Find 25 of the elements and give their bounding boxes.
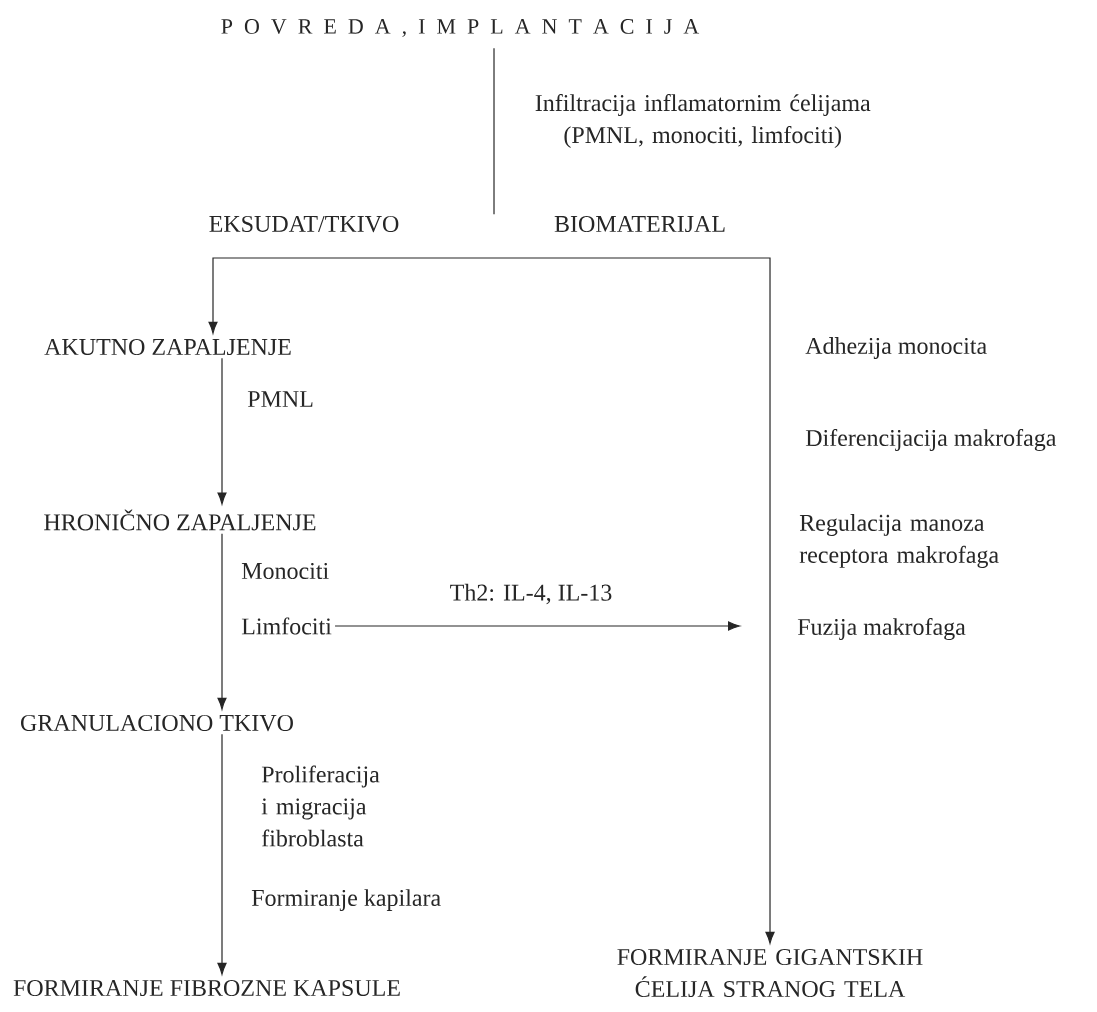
arrow (334, 621, 740, 631)
annotation-text: Adhezija monocita (805, 337, 987, 359)
stage-text: EKSUDAT/TKIVO (209, 215, 399, 233)
annotation-text: Formiranje kapilara (251, 889, 441, 911)
annotation-text: Diferencijacija makrofaga (805, 428, 1057, 452)
arrow (217, 357, 227, 505)
stage-text: Limfociti (241, 617, 332, 635)
arrow (208, 257, 775, 944)
arrow (217, 733, 227, 975)
edge-label: Proliferacija i migracija fibroblasta (261, 765, 380, 847)
stage-text: Monociti (241, 562, 329, 580)
stage-text: GRANULACIONO TKIVO (21, 714, 293, 732)
stage-text: P O V R E D A , I M P L A N T A C I J A (221, 19, 700, 37)
arrow (217, 533, 227, 710)
edge-label: Infiltracija inflamatornim ćelijama (PMNL, monociti, limfociti) (535, 94, 871, 148)
stage-text: AKUTNO ZAPALJENJE (44, 338, 291, 356)
stage-text: BIOMATERIJAL (554, 215, 725, 233)
connector-line (493, 47, 495, 215)
edge-label: Th2: IL-4, IL-13 (450, 583, 612, 605)
stage-text: FORMIRANJE FIBROZNE KAPSULE (13, 979, 400, 997)
stage-text: FORMIRANJE GIGANTSKIH ĆELIJA STRANOG TELA (617, 948, 923, 998)
stage-text: HRONIČNO ZAPALJENJE (44, 509, 316, 531)
annotation-text: Regulacija manoza receptora makrofaga (799, 514, 999, 568)
edge-label: PMNL (247, 391, 313, 407)
annotation-text: Fuzija makrofaga (797, 618, 966, 641)
